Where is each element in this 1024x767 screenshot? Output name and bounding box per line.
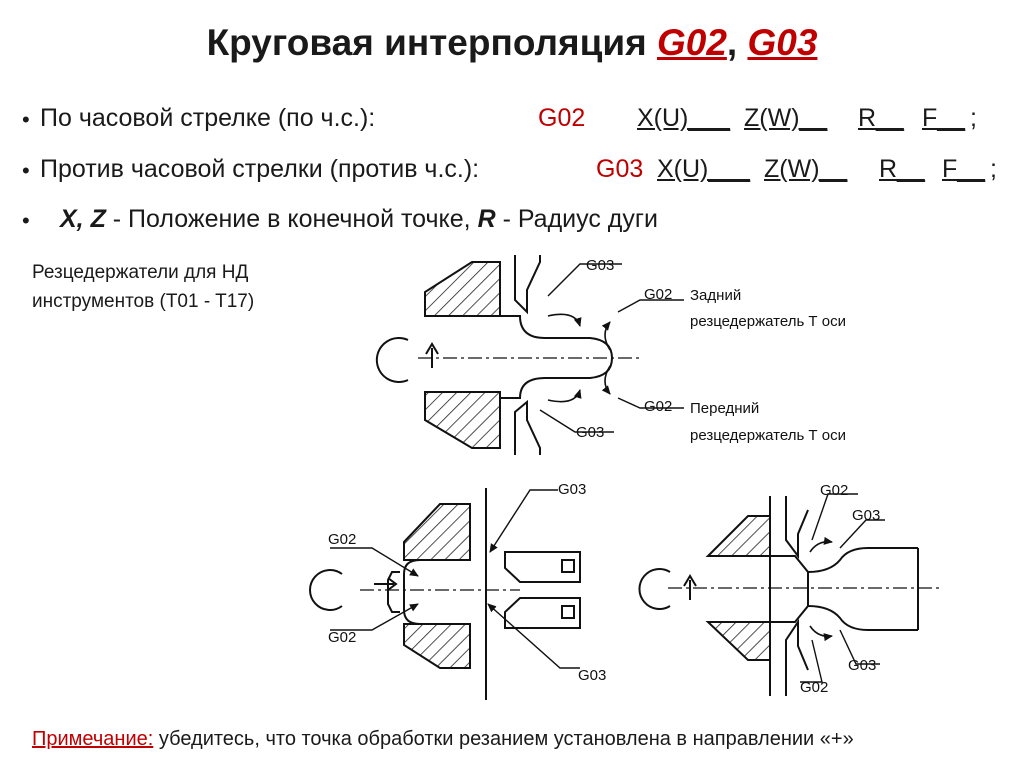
- footer-note: Примечание: убедитесь, что точка обработ…: [32, 728, 854, 751]
- br-arc-lower: [809, 625, 833, 642]
- r-symbol: R: [477, 205, 496, 233]
- rear-holder-label-2: резцедержатель Т оси: [690, 313, 846, 330]
- page-title: Круговая интерполяция G02, G03: [0, 22, 1024, 64]
- chuck-hatch-lower: [424, 391, 501, 449]
- r-definition: - Радиус дуги: [495, 205, 658, 233]
- tool-holder-note-line2: инструментов (T01 - T17): [32, 291, 255, 312]
- ccw-description: Против часовой стрелки (против ч.с.):: [40, 155, 480, 183]
- bl-bore-tip: [387, 571, 400, 613]
- br-leader-g02-top: [811, 493, 858, 541]
- rear-holder-label-1: Задний: [690, 287, 741, 304]
- xz-definition: - Положение в конечной точке,: [105, 205, 478, 233]
- bullet-dot-icon: •: [22, 107, 30, 132]
- bottom-g02-label: G02: [644, 398, 672, 415]
- bl-rotation-arrow-icon: [309, 569, 343, 611]
- br-leader-g03-top: [839, 519, 885, 549]
- br-tool-upper: [785, 496, 809, 559]
- leader-g03-bottom: [539, 409, 614, 433]
- br-tool-lower: [785, 618, 809, 696]
- bl-rotation-arrowhead-icon: [374, 577, 398, 591]
- title-text: Круговая интерполяция: [206, 22, 657, 63]
- bl-g02-bottom-label: G02: [328, 629, 356, 646]
- front-g03-path: [547, 389, 582, 403]
- cw-f-param: F__: [922, 104, 966, 132]
- rear-g03-path: [547, 313, 582, 327]
- br-hatch-lower: [705, 621, 771, 661]
- br-profile-upper: [807, 547, 918, 573]
- cw-r-param: R__: [858, 104, 904, 132]
- tool-holder-note-line1: Резцедержатели для НД: [32, 262, 249, 283]
- title-g02-code: G02: [656, 22, 727, 63]
- leader-g03-top: [547, 263, 622, 297]
- bottom-right-diagram: [638, 493, 940, 696]
- ccw-semicolon: ;: [990, 155, 997, 183]
- br-profile-lower: [807, 605, 918, 631]
- bl-bar-upper: [504, 551, 581, 583]
- bottom-left-diagram: [309, 488, 581, 700]
- br-rotation-arrow-icon: [638, 568, 671, 610]
- leader-g02-bottom: [617, 397, 684, 409]
- top-diagram: [375, 255, 684, 455]
- br-g03-bottom-label: G03: [848, 657, 876, 674]
- bullet-dot-icon: •: [22, 158, 30, 183]
- rear-g02-path: [601, 321, 611, 351]
- ccw-code: G03: [596, 155, 644, 183]
- ccw-x-param: X(U)___: [657, 155, 751, 183]
- bl-leader-g02-left: [330, 547, 419, 577]
- cw-code: G02: [538, 104, 586, 132]
- rotation-arrow-icon: [375, 337, 409, 383]
- front-g02-path: [601, 365, 611, 395]
- chuck-hatch-upper: [424, 261, 501, 317]
- front-holder-label-1: Передний: [690, 400, 759, 417]
- tool-holder-note: Резцедержатели для НД инструментов (T01 …: [32, 258, 254, 316]
- bl-bar-lower-insert: [561, 605, 575, 619]
- br-groove-left: [770, 555, 809, 623]
- bl-leader-g03-bottom: [487, 603, 580, 669]
- bl-g02-left-label: G02: [328, 531, 356, 548]
- br-g02-bottom-label: G02: [800, 679, 828, 696]
- bl-leader-g02-bottom: [330, 603, 419, 631]
- cw-semicolon: ;: [970, 104, 977, 132]
- ccw-f-param: F__: [942, 155, 986, 183]
- top-g03-label: G03: [586, 257, 614, 274]
- bl-hatch-upper: [403, 503, 471, 561]
- rear-tool: [514, 255, 541, 315]
- front-holder-label-2: резцедержатель Т оси: [690, 427, 846, 444]
- front-tool: [514, 399, 541, 455]
- bl-g03-bottom-label: G03: [578, 667, 606, 684]
- ccw-r-param: R__: [879, 155, 925, 183]
- cw-z-param: Z(W)__: [744, 104, 828, 132]
- workpiece-profile: [500, 315, 614, 399]
- cw-description: По часовой стрелке (по ч.с.):: [40, 104, 376, 132]
- xz-symbol: X, Z: [60, 205, 106, 233]
- bl-hatch-lower: [403, 623, 471, 669]
- title-g03-code: G03: [747, 22, 818, 63]
- br-hatch-upper: [705, 515, 771, 557]
- bl-bore-profile: [403, 559, 470, 625]
- top-g02-label: G02: [644, 286, 672, 303]
- note-text: убедитесь, что точка обработки резанием …: [153, 728, 854, 750]
- rotation-arrowhead-icon: [425, 342, 439, 368]
- cw-x-param: X(U)___: [637, 104, 731, 132]
- bl-bar-lower: [504, 597, 581, 629]
- note-label: Примечание:: [32, 728, 154, 750]
- bl-bar-upper-insert: [561, 559, 575, 573]
- br-arc-upper: [809, 536, 833, 553]
- leader-g02-top: [617, 299, 684, 313]
- definitions-line: X, Z - Положение в конечной точке, R - Р…: [60, 205, 658, 234]
- bottom-g03-label: G03: [576, 424, 604, 441]
- bullet-dot-icon: •: [22, 208, 30, 233]
- bl-leader-g03-top: [489, 489, 558, 553]
- br-g03-top-label: G03: [852, 507, 880, 524]
- br-rotation-arrowhead-icon: [683, 574, 697, 600]
- ccw-z-param: Z(W)__: [764, 155, 848, 183]
- bl-g03-top-label: G03: [558, 481, 586, 498]
- br-g02-top-label: G02: [820, 482, 848, 499]
- title-separator: ,: [726, 22, 748, 63]
- br-leader-g03-bottom: [839, 629, 880, 665]
- br-leader-g02-bottom: [800, 639, 823, 683]
